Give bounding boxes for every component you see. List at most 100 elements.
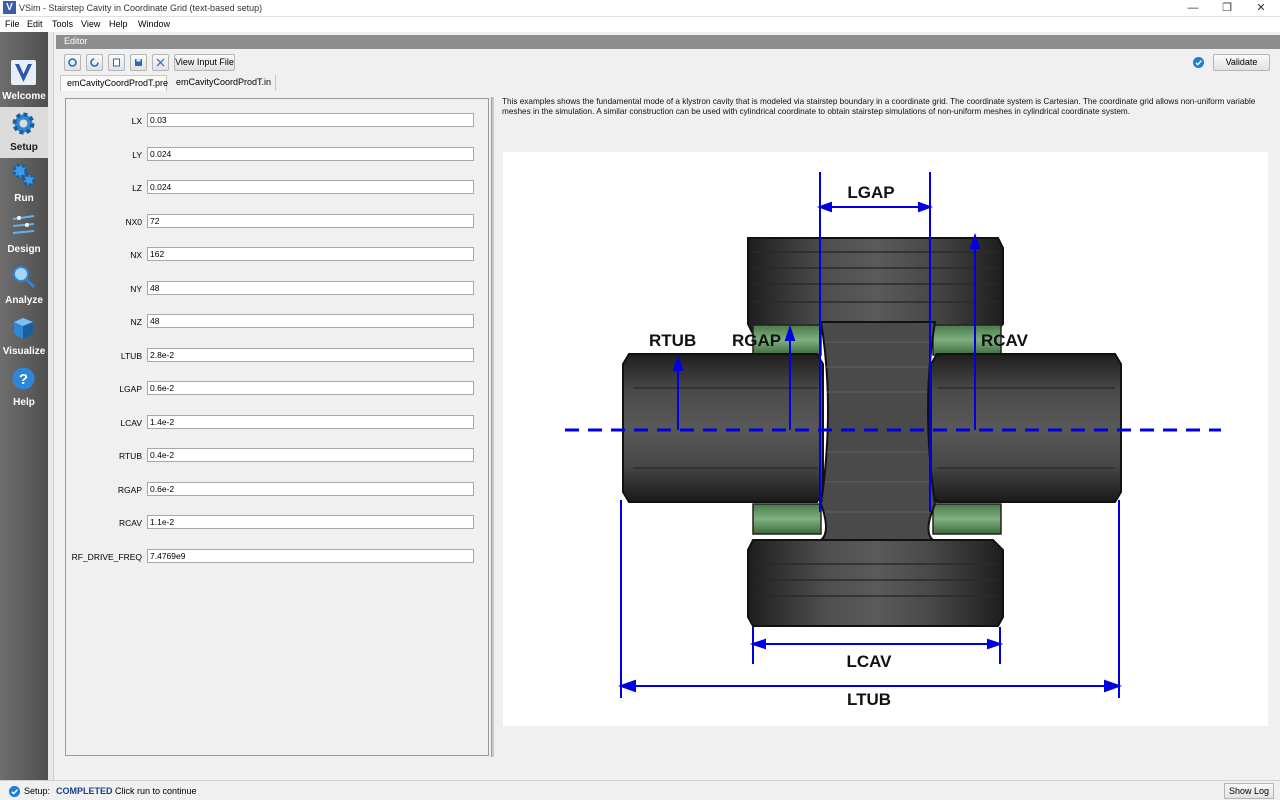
rgap-label: RGAP xyxy=(732,331,781,350)
field-label-ny: NY xyxy=(130,284,142,294)
tube-left xyxy=(622,353,824,503)
sidebar-item-setup[interactable]: Setup xyxy=(0,107,48,158)
sidebar-label: Design xyxy=(7,244,41,255)
validated-check-icon xyxy=(1193,57,1204,68)
svg-text:?: ? xyxy=(19,371,28,388)
sidebar-item-visualize[interactable]: Visualize xyxy=(0,311,48,362)
rcav-input[interactable] xyxy=(147,515,474,529)
sidebar-item-help[interactable]: ? Help xyxy=(0,362,48,413)
field-label-rgap: RGAP xyxy=(117,485,142,495)
lgap-dimension xyxy=(817,172,933,512)
show-log-button[interactable]: Show Log xyxy=(1224,783,1274,799)
cut-button[interactable] xyxy=(152,54,169,71)
rgap-dimension xyxy=(784,324,796,430)
cavity-waist xyxy=(818,321,937,541)
field-label-rf-drive-freq: RF_DRIVE_FREQ xyxy=(71,552,142,562)
sidebar-item-analyze[interactable]: Analyze xyxy=(0,260,48,311)
nx-input[interactable] xyxy=(147,247,474,261)
minimize-button[interactable]: — xyxy=(1187,2,1199,14)
field-label-rtub: RTUB xyxy=(119,451,142,461)
field-label-lcav: LCAV xyxy=(120,418,142,428)
ltub-dimension xyxy=(618,500,1122,698)
field-label-nx: NX xyxy=(130,250,142,260)
save-icon xyxy=(135,59,142,66)
gears-icon xyxy=(12,163,36,187)
lcav-label: LCAV xyxy=(846,652,892,671)
field-label-lx: LX xyxy=(131,116,142,126)
rtub-label: RTUB xyxy=(649,331,696,350)
sidebar-item-welcome[interactable]: Welcome xyxy=(0,56,48,107)
menu-edit[interactable]: Edit xyxy=(27,19,43,29)
menu-help[interactable]: Help xyxy=(109,19,128,29)
sidebar-splitter[interactable] xyxy=(48,32,54,780)
cavity-diagram-svg: LGAP RTUB RGAP RCAV LCAV xyxy=(565,172,1221,709)
description-panel: This examples shows the fundamental mode… xyxy=(497,95,1277,758)
field-label-nz: NZ xyxy=(130,317,142,327)
save-button[interactable] xyxy=(130,54,147,71)
editor-header: Editor xyxy=(56,35,1280,49)
copy-icon xyxy=(113,58,120,67)
nz-input[interactable] xyxy=(147,314,474,328)
design-icon xyxy=(12,215,35,234)
status-value: COMPLETED xyxy=(56,786,113,796)
menu-tools[interactable]: Tools xyxy=(52,19,74,29)
validate-button[interactable]: Validate xyxy=(1213,54,1270,71)
sidebar-label: Setup xyxy=(10,142,38,153)
cavity-bottom-block xyxy=(747,539,1004,627)
title-bar: V VSim - Stairstep Cavity in Coordinate … xyxy=(0,0,1280,17)
vsim-logo-icon xyxy=(11,60,36,85)
window-title: VSim - Stairstep Cavity in Coordinate Gr… xyxy=(19,3,263,13)
status-check-icon xyxy=(9,786,20,797)
rf-drive-freq-input[interactable] xyxy=(147,549,474,563)
scissors-icon xyxy=(156,58,165,67)
rgap-input[interactable] xyxy=(147,482,474,496)
refresh-icon xyxy=(90,58,99,67)
gap-ring-bottom-left xyxy=(752,503,822,535)
ny-input[interactable] xyxy=(147,281,474,295)
cavity-top-block xyxy=(747,237,1004,335)
status-message: Click run to continue xyxy=(115,786,197,796)
close-button[interactable]: ✕ xyxy=(1256,2,1266,14)
reload-button[interactable] xyxy=(64,54,81,71)
lcav-input[interactable] xyxy=(147,415,474,429)
menu-bar: File Edit Tools View Help Window xyxy=(0,17,1280,32)
copy-button[interactable] xyxy=(108,54,125,71)
help-icon: ? xyxy=(12,367,35,390)
field-label-ly: LY xyxy=(132,150,142,160)
gap-ring-bottom-right xyxy=(932,503,1002,535)
rtub-input[interactable] xyxy=(147,448,474,462)
restore-button[interactable]: ❐ xyxy=(1222,2,1232,14)
sidebar-label: Help xyxy=(13,397,35,408)
menu-file[interactable]: File xyxy=(5,19,20,29)
field-label-lz: LZ xyxy=(132,183,142,193)
rtub-dimension xyxy=(672,354,684,430)
sidebar-item-run[interactable]: Run xyxy=(0,158,48,209)
nx0-input[interactable] xyxy=(147,214,474,228)
vsim-app-icon: V xyxy=(3,1,16,14)
lgap-input[interactable] xyxy=(147,381,474,395)
field-label-ltub: LTUB xyxy=(120,351,142,361)
ly-input[interactable] xyxy=(147,147,474,161)
lx-input[interactable] xyxy=(147,113,474,127)
refresh-button[interactable] xyxy=(86,54,103,71)
field-label-lgap: LGAP xyxy=(119,384,142,394)
sidebar-label: Visualize xyxy=(2,346,46,357)
editor-title: Editor xyxy=(64,36,88,46)
lz-input[interactable] xyxy=(147,180,474,194)
panel-splitter[interactable] xyxy=(491,97,494,757)
gap-ring-top-right xyxy=(932,324,1002,356)
sidebar: Welcome Setup Run Design Analyze xyxy=(0,32,48,780)
sidebar-label: Welcome xyxy=(2,91,46,102)
sidebar-item-design[interactable]: Design xyxy=(0,209,48,260)
menu-window[interactable]: Window xyxy=(138,19,171,29)
reload-icon xyxy=(68,58,77,67)
rcav-label: RCAV xyxy=(981,331,1029,350)
view-input-file-button[interactable]: View Input File xyxy=(174,54,235,71)
tab-in-file[interactable]: emCavityCoordProdT.in xyxy=(170,75,276,91)
field-label-rcav: RCAV xyxy=(119,518,142,528)
field-label-nx0: NX0 xyxy=(125,217,142,227)
toolbar: View Input File Validate xyxy=(56,51,1280,73)
ltub-input[interactable] xyxy=(147,348,474,362)
menu-view[interactable]: View xyxy=(81,19,101,29)
tab-pre-file[interactable]: emCavityCoordProdT.pre xyxy=(60,75,168,91)
